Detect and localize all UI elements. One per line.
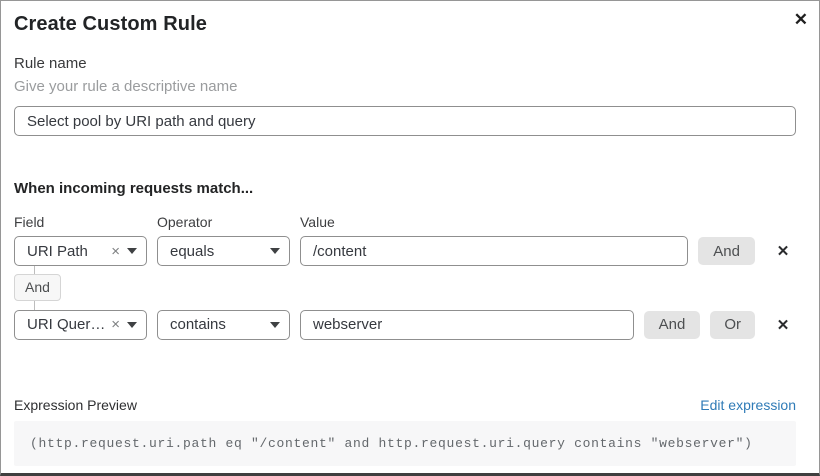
close-icon[interactable]: ✕ — [791, 8, 811, 31]
add-and-condition-button[interactable]: And — [698, 237, 755, 265]
delete-condition-icon[interactable]: ✕ — [770, 316, 796, 334]
value-column-label: Value — [300, 214, 335, 230]
chevron-down-icon — [127, 321, 137, 328]
value-input[interactable] — [300, 309, 634, 340]
operator-select[interactable]: equals — [157, 236, 290, 266]
expression-code: (http.request.uri.path eq "/content" and… — [14, 420, 796, 466]
chevron-down-icon — [127, 248, 137, 254]
value-input[interactable] — [300, 236, 689, 266]
clear-icon[interactable]: × — [111, 242, 120, 260]
delete-condition-icon[interactable]: ✕ — [770, 242, 796, 260]
rule-name-helper: Give your rule a descriptive name — [14, 78, 238, 95]
match-section-heading: When incoming requests match... — [14, 180, 254, 197]
operator-select[interactable]: contains — [157, 309, 290, 340]
add-or-condition-button[interactable]: Or — [710, 310, 755, 339]
rule-name-label: Rule name — [14, 55, 87, 72]
condition-connector: And — [14, 266, 796, 310]
clear-icon[interactable]: × — [111, 316, 120, 334]
expression-preview-header: Expression Preview Edit expression — [14, 397, 796, 413]
rule-name-input[interactable] — [14, 106, 796, 136]
operator-select-value: equals — [170, 242, 215, 260]
edit-expression-link[interactable]: Edit expression — [700, 396, 796, 413]
operator-column-label: Operator — [157, 214, 213, 230]
condition-row: URI Query St... × contains And Or ✕ — [14, 309, 796, 340]
chevron-down-icon — [270, 248, 280, 254]
field-select[interactable]: URI Path × — [14, 236, 147, 266]
field-select-value: URI Path — [27, 242, 88, 260]
connector-line — [34, 300, 35, 310]
condition-row: URI Path × equals And ✕ — [14, 236, 796, 266]
chevron-down-icon — [270, 321, 280, 328]
field-column-label: Field — [14, 214, 45, 230]
page-title: Create Custom Rule — [14, 13, 207, 35]
expression-preview-label: Expression Preview — [14, 396, 137, 413]
add-and-condition-button[interactable]: And — [643, 310, 701, 339]
connector-line — [34, 266, 35, 274]
operator-select-value: contains — [170, 316, 226, 334]
connector-and-chip: And — [14, 274, 61, 301]
condition-column-labels: Field Operator Value — [14, 214, 796, 230]
field-select-value: URI Query St... — [27, 316, 107, 334]
field-select[interactable]: URI Query St... × — [14, 309, 147, 340]
